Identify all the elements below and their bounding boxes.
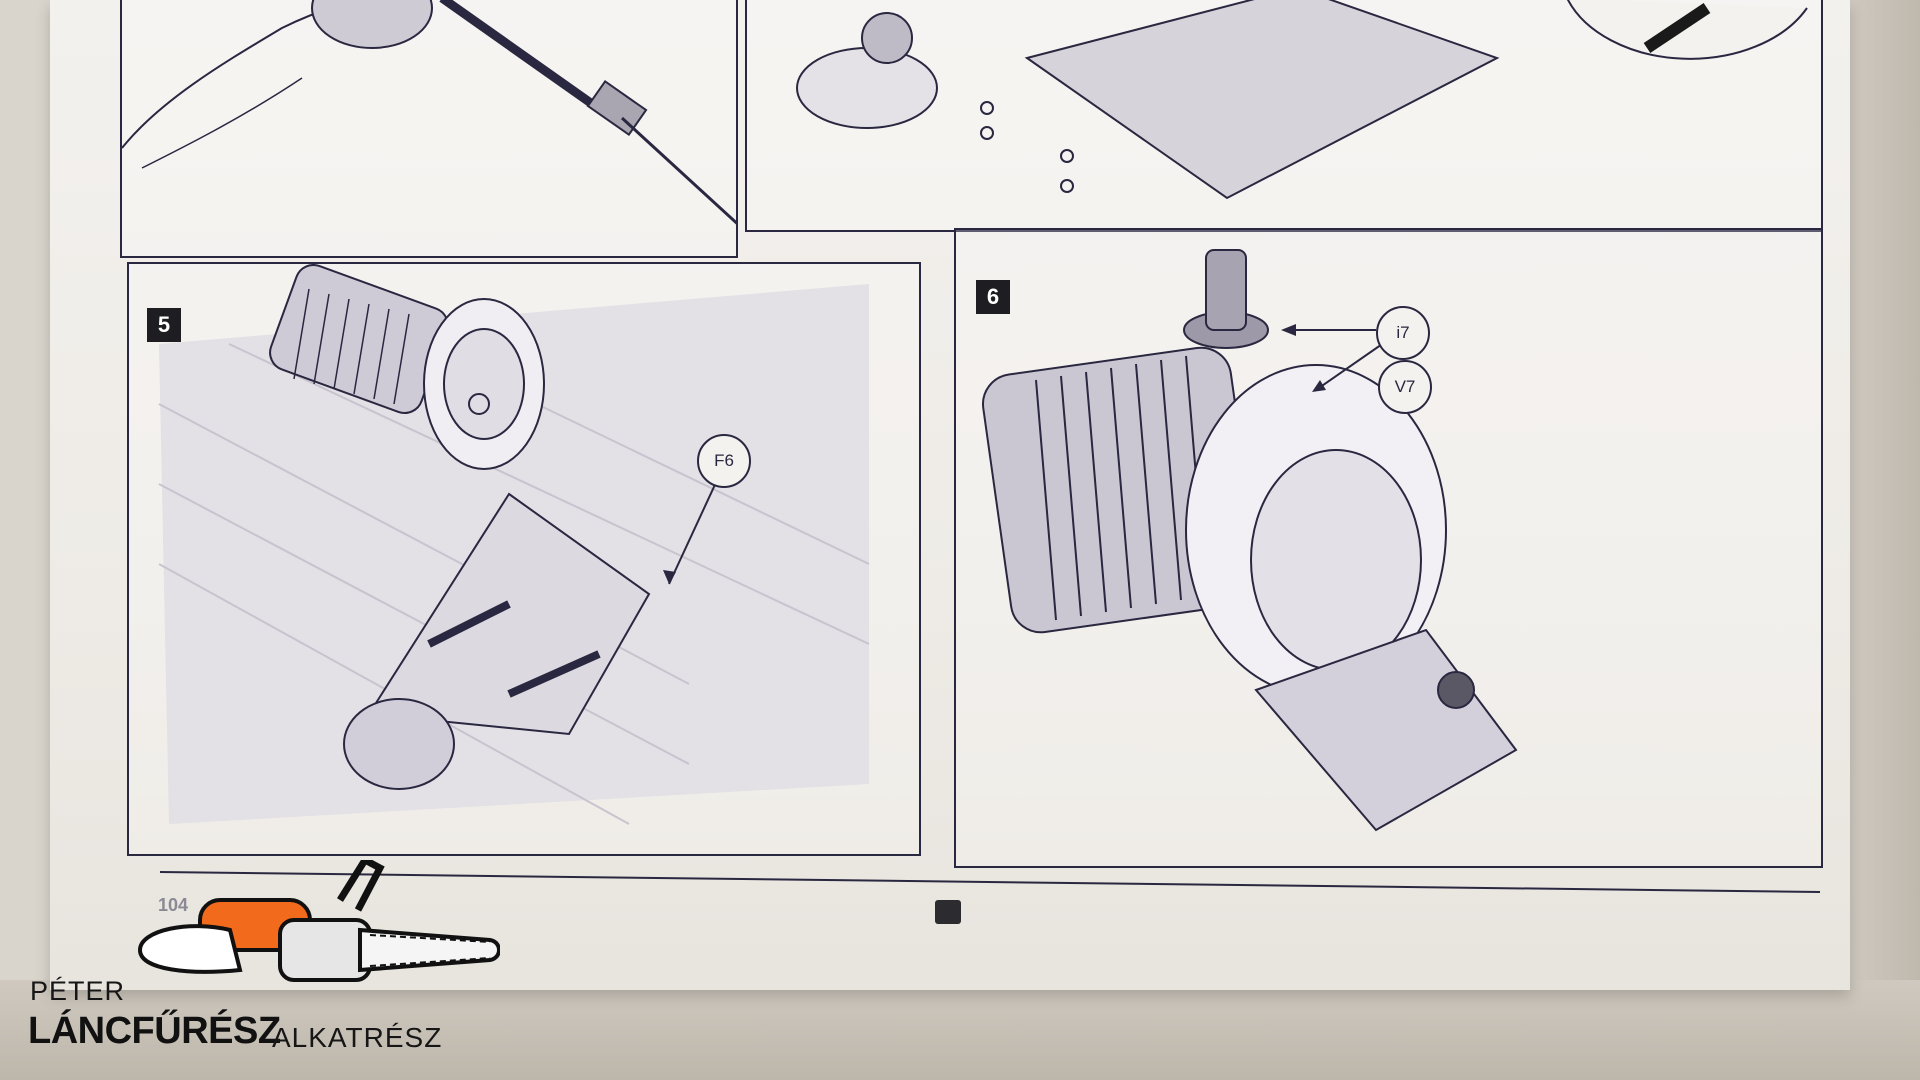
language-flag-icon: [935, 900, 961, 924]
logo-line-2: LÁNCFŰRÉSZ: [28, 1010, 281, 1052]
page-rule: [159, 871, 1821, 893]
wall-mount-illustration: [158, 264, 870, 825]
step-5-badge: 5: [147, 308, 181, 342]
callout-i7-label: i7: [1396, 323, 1410, 342]
step-5-number: 5: [157, 312, 171, 337]
callout-f6-label: F6: [714, 451, 734, 470]
panel-step-6: 6 i7 V7: [954, 228, 1823, 868]
logo-line-1: PÉTER: [30, 976, 126, 1006]
manual-page: 5 F6: [50, 0, 1850, 990]
callout-v7-label: V7: [1394, 377, 1416, 396]
panel-top-left: [120, 0, 744, 258]
callout-f6: F6: [697, 434, 751, 488]
panel-step-5: 5 F6: [127, 262, 921, 856]
grinder-mount-illustration: [796, 0, 1808, 200]
callout-i7: i7: [1376, 306, 1430, 360]
table-surface: [0, 980, 1920, 1080]
background-wall: [1850, 0, 1920, 1080]
callout-v7: V7: [1378, 360, 1432, 414]
logo-line-3: ALKATRÉSZ: [272, 1022, 443, 1053]
grinder-assembly-illustration: [982, 249, 1518, 832]
step-6-badge: 6: [976, 280, 1010, 314]
chainsaw-logo-icon: [137, 860, 500, 982]
panel-top-right: [745, 0, 1823, 232]
page-number: 104: [158, 895, 189, 915]
hand-tool-illustration: [121, 0, 744, 230]
step-6-number: 6: [986, 284, 1000, 309]
